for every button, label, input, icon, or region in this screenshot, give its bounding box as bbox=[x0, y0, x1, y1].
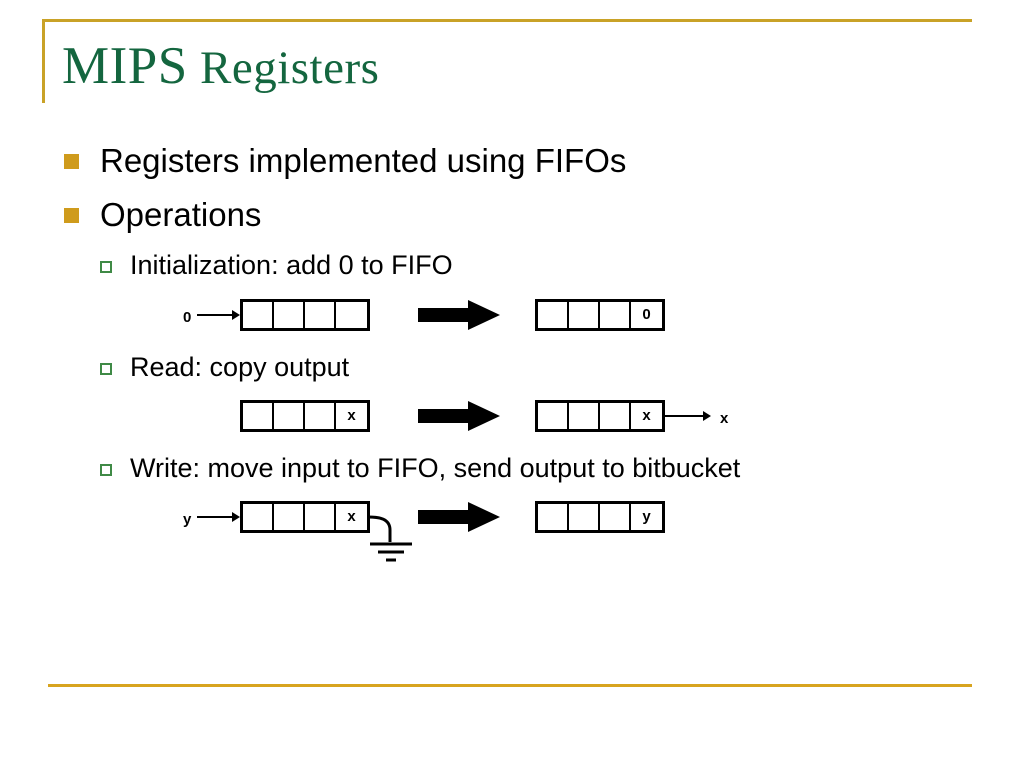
fifo-cell bbox=[305, 301, 336, 328]
fifo-cell: x bbox=[347, 407, 356, 425]
fifo-cell bbox=[243, 301, 274, 328]
diagram-initialization: 0 0 bbox=[0, 288, 1024, 350]
fifo-cell bbox=[569, 503, 600, 530]
write-fifo-after: y bbox=[535, 500, 665, 533]
subbullet-label: Write: move input to FIFO, send output t… bbox=[130, 452, 741, 483]
page-title-lead: MIPS bbox=[62, 37, 188, 95]
fifo-cell bbox=[274, 503, 305, 530]
write-input-arrowhead-icon bbox=[232, 511, 240, 522]
block-arrow-right-icon bbox=[418, 299, 500, 335]
fifo-cell bbox=[243, 503, 274, 530]
bullet-square-icon bbox=[64, 154, 79, 169]
init-fifo-before bbox=[240, 298, 370, 331]
subbullet-square-outline-icon bbox=[100, 261, 112, 274]
read-fifo-after: x bbox=[535, 399, 665, 432]
bullet-label: Registers implemented using FIFOs bbox=[100, 142, 627, 179]
read-output-label: x bbox=[720, 409, 729, 427]
fifo-cell: 0 bbox=[642, 306, 651, 324]
page-title: MIPS Registers bbox=[62, 36, 379, 97]
fifo-cell bbox=[600, 402, 631, 429]
fifo-cell bbox=[274, 402, 305, 429]
init-input-wire bbox=[197, 313, 234, 316]
subbullet-initialization: Initialization: add 0 to FIFO bbox=[100, 248, 1024, 283]
block-arrow-right-icon bbox=[418, 400, 500, 436]
fifo-cell bbox=[600, 301, 631, 328]
subbullet-label: Initialization: add 0 to FIFO bbox=[130, 250, 453, 281]
footer-rule bbox=[48, 684, 972, 687]
read-output-wire bbox=[665, 414, 705, 417]
fifo-cell: x bbox=[642, 407, 651, 425]
fifo-cell bbox=[336, 302, 367, 328]
fifo-cell bbox=[538, 503, 569, 530]
init-input-arrowhead-icon bbox=[232, 309, 240, 320]
bullet-label: Operations bbox=[100, 196, 262, 234]
init-input-label: 0 bbox=[183, 308, 192, 326]
title-rule-left bbox=[42, 19, 45, 103]
fifo-cell bbox=[274, 301, 305, 328]
fifo-cell bbox=[305, 402, 336, 429]
fifo-cell bbox=[600, 503, 631, 530]
fifo-cell bbox=[305, 503, 336, 530]
write-input-wire bbox=[197, 515, 234, 518]
subbullet-label: Read: copy output bbox=[130, 351, 350, 382]
page-title-rest: Registers bbox=[187, 42, 380, 94]
fifo-cell bbox=[538, 301, 569, 328]
diagram-write: y x y bbox=[0, 490, 1024, 574]
fifo-cell bbox=[538, 402, 569, 429]
diagram-read: x x x bbox=[0, 389, 1024, 451]
init-fifo-after: 0 bbox=[535, 298, 665, 331]
subbullet-write: Write: move input to FIFO, send output t… bbox=[100, 451, 1024, 486]
ground-symbol-icon bbox=[366, 508, 424, 569]
subbullet-square-outline-icon bbox=[100, 463, 112, 476]
fifo-cell bbox=[243, 402, 274, 429]
subbullet-square-outline-icon bbox=[100, 362, 112, 375]
slide-body: Registers implemented using FIFOs Operat… bbox=[0, 140, 1024, 574]
block-arrow-right-icon bbox=[418, 501, 500, 537]
bullet-operations: Operations bbox=[64, 194, 1024, 236]
fifo-cell bbox=[569, 402, 600, 429]
read-fifo-before: x bbox=[240, 399, 370, 432]
read-output-arrowhead-icon bbox=[703, 410, 711, 421]
fifo-cell bbox=[569, 301, 600, 328]
fifo-cell: x bbox=[347, 508, 356, 526]
fifo-cell: y bbox=[642, 508, 651, 526]
write-fifo-before: x bbox=[240, 500, 370, 533]
write-input-label: y bbox=[183, 510, 192, 528]
subbullet-read: Read: copy output bbox=[100, 350, 1024, 385]
bullet-square-icon bbox=[64, 208, 79, 224]
title-rule-top bbox=[42, 19, 972, 22]
bullet-registers-fifos: Registers implemented using FIFOs bbox=[64, 140, 1024, 182]
